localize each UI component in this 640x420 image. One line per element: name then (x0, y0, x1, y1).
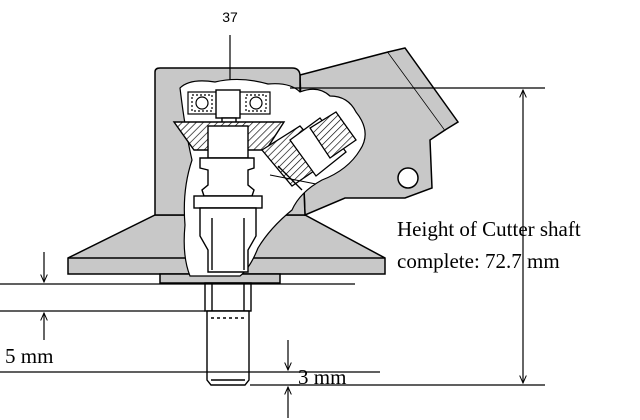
part-number-label: 37 (222, 9, 238, 25)
dimension-3mm (0, 340, 380, 418)
dimension-5mm-label: 5 mm (5, 344, 53, 368)
cutter-shaft (172, 89, 286, 386)
dimension-3mm-label: 3 mm (298, 365, 346, 389)
height-label-line1: Height of Cutter shaft (397, 217, 581, 241)
dimension-5mm (0, 252, 355, 340)
height-dimension (290, 87, 545, 386)
mounting-hole (397, 167, 419, 189)
height-label-line2: complete: 72.7 mm (397, 249, 560, 273)
arm-face-detail (387, 47, 460, 131)
pinion-gear (261, 111, 357, 191)
